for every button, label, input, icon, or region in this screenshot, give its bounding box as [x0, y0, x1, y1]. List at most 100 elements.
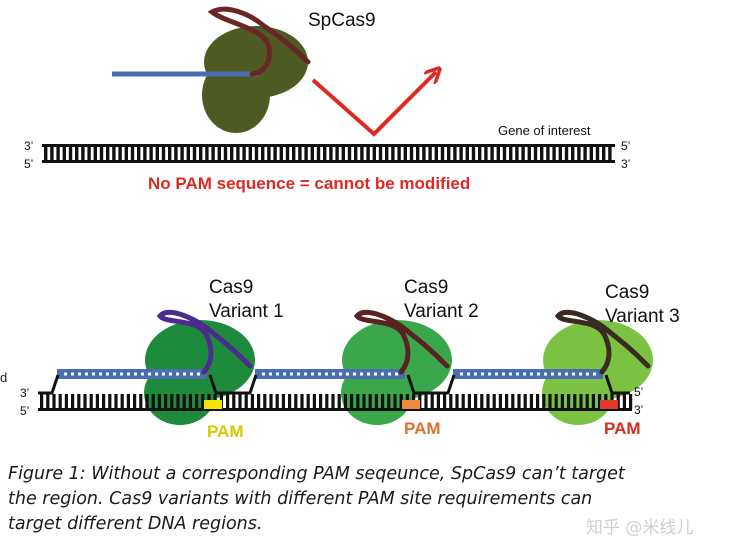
- variant-2-pam-site: [402, 400, 420, 409]
- bottom-dna-base-pair: [275, 394, 279, 409]
- bottom-dna-base-pairs: [40, 394, 633, 409]
- top-dna-base-pair: [490, 146, 494, 161]
- variant-1-guide-rna-bar: [57, 369, 207, 379]
- variant-2-rna-base: [311, 372, 314, 376]
- bottom-dna-base-pair: [145, 394, 149, 409]
- top-dna-base-pair: [416, 146, 420, 161]
- variant-3-rna-base: [586, 372, 589, 376]
- top-dna-base-pair: [106, 146, 110, 161]
- top-dna-base-pair: [471, 146, 476, 161]
- variant-3-rna-base: [467, 372, 470, 376]
- variant-2-rna-base: [388, 372, 391, 376]
- top-dna-base-pair: [267, 146, 271, 161]
- bottom-dna-base-pair: [449, 394, 453, 409]
- bottom-dna-base-pair: [393, 394, 397, 409]
- variant-1-rna-base: [197, 372, 200, 376]
- bottom-dna-base-pair: [585, 394, 589, 409]
- variant-3-rna-base: [509, 372, 512, 376]
- top-dna-base-pair: [292, 146, 296, 161]
- bottom-dna-base-pair: [139, 394, 143, 409]
- top-dna-base-pair: [298, 146, 302, 161]
- bottom-dna-base-pair: [195, 394, 199, 409]
- bottom-dna-base-pair: [306, 394, 310, 409]
- bottom-dna-strand-upper: [38, 374, 630, 395]
- top-dna-base-pair: [93, 146, 97, 161]
- top-dna-base-pair: [434, 146, 438, 161]
- top-dna-base-pair: [378, 146, 383, 161]
- variant-2-rna-base: [339, 372, 342, 376]
- top-dna-base-pair: [447, 146, 451, 161]
- top-dna-base-pair: [99, 146, 104, 161]
- top-dna-base-pair: [217, 146, 221, 161]
- top-dna-base-pair: [230, 146, 234, 161]
- bottom-dna-base-pair: [424, 394, 428, 409]
- bottom-dna-base-pair: [176, 394, 180, 409]
- top-dna-base-pair: [453, 146, 457, 161]
- bottom-dna-base-pair: [529, 394, 533, 409]
- bottom-dna-base-pair: [343, 394, 347, 409]
- gene-of-interest-label: Gene of interest: [498, 123, 591, 138]
- bottom-dna-base-pair: [188, 394, 192, 409]
- variant-3-pam-site: [600, 400, 618, 409]
- bottom-dna-base-pair: [288, 394, 292, 409]
- top-dna-base-pair: [56, 146, 60, 161]
- variant-1-rna-base: [141, 372, 144, 376]
- bottom-dna-base-pair: [467, 394, 471, 409]
- top-dna-base-pair: [323, 146, 327, 161]
- variant-1-rna-base: [113, 372, 116, 376]
- variant-3-rna-base: [537, 372, 540, 376]
- top-dna-base-pair: [223, 146, 228, 161]
- top-dna-base-pair: [459, 146, 463, 161]
- variant-2-rna-base: [297, 372, 300, 376]
- variant-1-rna-base: [78, 372, 81, 376]
- spcas9-label: SpCas9: [308, 10, 376, 31]
- top-strand-label-5-right: 5’: [621, 139, 630, 153]
- top-dna-base-pair: [261, 146, 265, 161]
- bottom-dna-base-pair: [548, 394, 552, 409]
- bottom-strand-label-5-left: 5’: [20, 404, 29, 418]
- bottom-dna-base-pair: [616, 394, 620, 409]
- bottom-dna-strand-lower: [38, 408, 632, 411]
- variant-3-rna-base: [502, 372, 505, 376]
- top-dna-base-pair: [62, 146, 66, 161]
- bottom-dna-base-pair: [312, 394, 316, 409]
- top-dna-base-pair: [68, 146, 73, 161]
- variant-2-label-line1: Cas9: [404, 277, 448, 298]
- bottom-dna-base-pair: [294, 394, 298, 409]
- top-strand-label-5-left: 5’: [24, 157, 33, 171]
- bottom-dna-base-pair: [89, 394, 93, 409]
- top-dna-base-pair: [347, 146, 352, 161]
- bottom-dna-base-pair: [356, 394, 360, 409]
- variant-3-guide-rna-bar: [453, 369, 603, 379]
- bottom-dna-base-pair: [399, 394, 403, 409]
- bottom-dna-base-pair: [337, 394, 341, 409]
- variant-2-rna-base: [276, 372, 279, 376]
- top-dna-base-pair: [149, 146, 153, 161]
- spcas9-rna-loop: [207, 6, 311, 77]
- top-dna-base-pair: [502, 146, 507, 161]
- variant-1-rna-base: [92, 372, 95, 376]
- top-dna-base-pairs: [44, 146, 612, 161]
- top-dna-base-pair: [112, 146, 116, 161]
- variant-2-guide-rna-bases: [262, 372, 398, 376]
- top-dna-base-pair: [192, 146, 197, 161]
- variant-1-guide-rna-bases: [64, 372, 200, 376]
- top-dna-base-pair: [409, 146, 414, 161]
- variant-2-rna-loop: [353, 309, 450, 375]
- variant-3-rna-base: [565, 372, 568, 376]
- top-dna-base-pair: [354, 146, 358, 161]
- variant-3-guide-rna-bases: [460, 372, 596, 376]
- bottom-dna-base-pair: [455, 394, 459, 409]
- variant-1-guide-rna: [57, 369, 207, 379]
- variant-1-rna-loop: [156, 309, 253, 375]
- top-dna-base-pair: [397, 146, 401, 161]
- bottom-strand-label-3-left: 3’: [20, 386, 29, 400]
- variant-2-rna-base: [332, 372, 335, 376]
- variant-2-rna-base: [381, 372, 384, 376]
- spcas9-lobe-lower: [202, 57, 270, 133]
- bottom-dna-base-pair: [120, 394, 124, 409]
- top-dna-base-pair: [595, 146, 600, 161]
- variant-3-rna-base: [474, 372, 477, 376]
- bottom-dna-base-pair: [300, 394, 304, 409]
